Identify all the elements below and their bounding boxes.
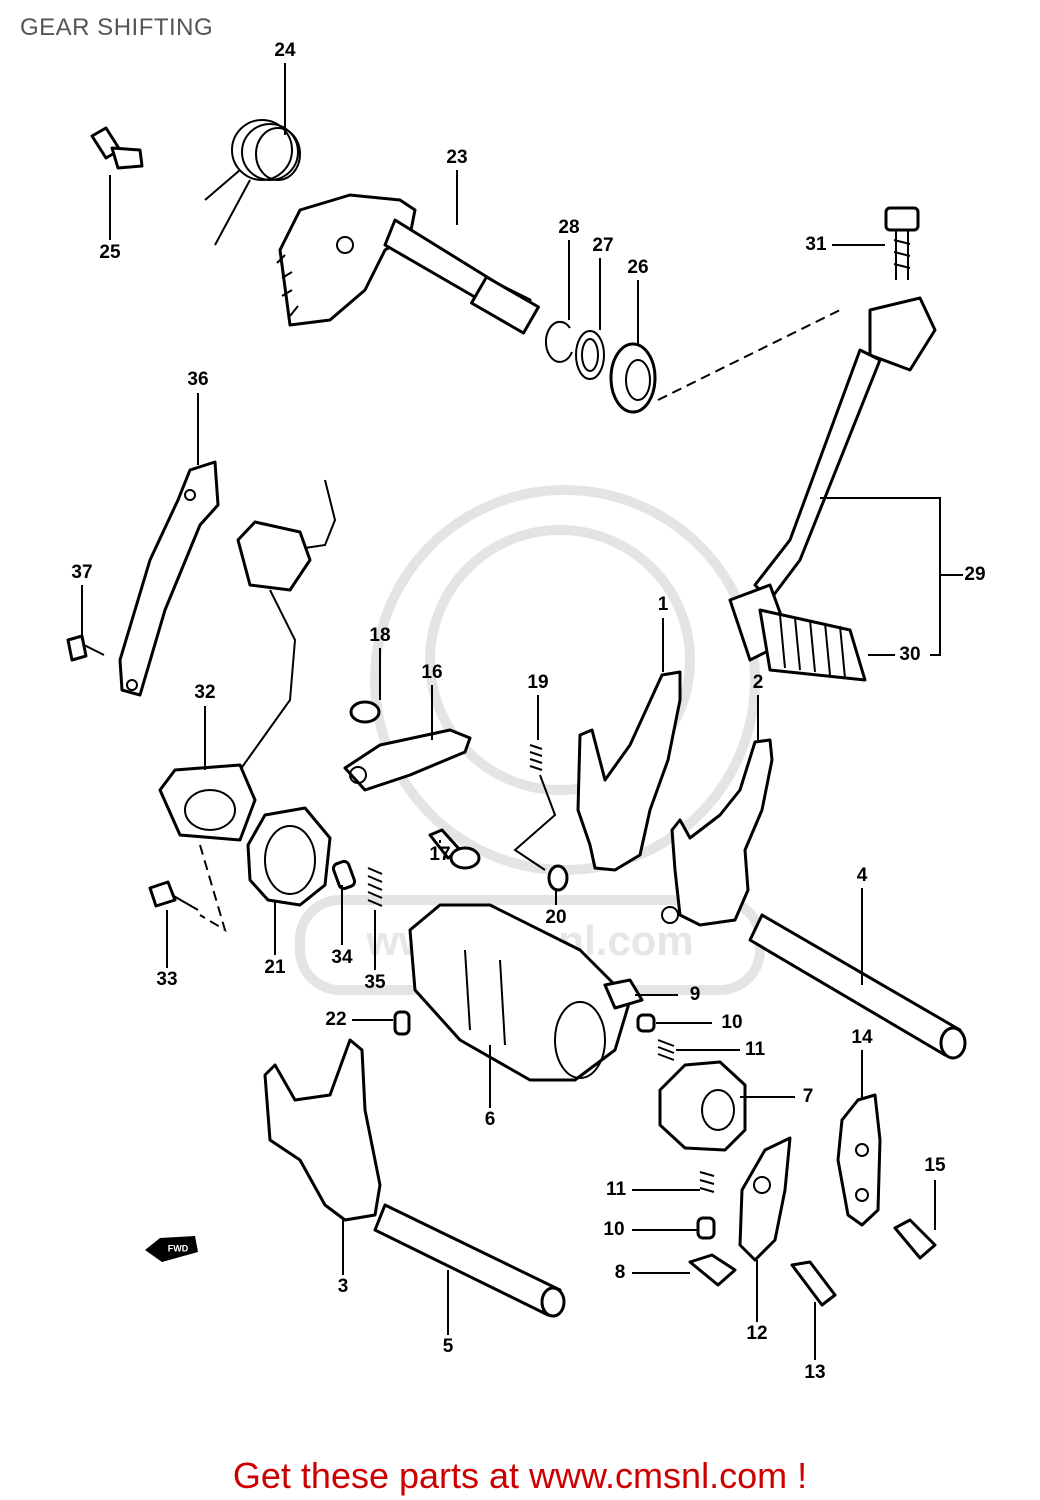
part-36-bracket xyxy=(118,460,220,697)
callout-4: 4 xyxy=(857,865,868,886)
callout-22: 22 xyxy=(325,1009,346,1030)
callout-30: 30 xyxy=(899,644,920,665)
callout-10-lower: 10 xyxy=(603,1219,624,1240)
part-10-pin xyxy=(636,1013,656,1033)
part-20-pin xyxy=(547,864,569,892)
callout-25: 25 xyxy=(99,242,121,263)
part-33-bolt xyxy=(148,880,199,911)
callout-32: 32 xyxy=(194,682,215,703)
part-31-bolt xyxy=(884,206,920,280)
part-34-pin xyxy=(331,859,357,891)
part-3-shift-fork xyxy=(263,1038,382,1222)
callout-12: 12 xyxy=(746,1323,767,1344)
callout-11-lower: 11 xyxy=(606,1179,627,1200)
callout-10-upper: 10 xyxy=(721,1012,742,1033)
callout-16: 16 xyxy=(421,662,442,683)
assembly-lines xyxy=(199,309,841,933)
part-28-circlip xyxy=(544,320,573,363)
part-13-screw xyxy=(790,1260,837,1307)
part-7-cam-gear xyxy=(658,1060,747,1152)
part-11-spring-lower xyxy=(699,1171,715,1193)
callout-33: 33 xyxy=(156,969,177,990)
part-1-shift-fork xyxy=(576,670,682,872)
part-32-neutral-switch xyxy=(158,479,337,842)
callout-35: 35 xyxy=(364,972,386,993)
part-23-shift-shaft xyxy=(276,193,540,335)
part-9-cam-plate xyxy=(603,978,644,1010)
part-24-spring xyxy=(204,119,301,246)
callout-5: 5 xyxy=(443,1336,454,1357)
part-35-spring xyxy=(367,867,383,907)
part-37-bolt xyxy=(66,634,105,662)
part-14-plate xyxy=(836,1093,882,1227)
footer-link-text[interactable]: Get these parts at www.cmsnl.com ! xyxy=(232,1455,808,1496)
callout-7: 7 xyxy=(803,1086,814,1107)
fwd-arrow-icon: FWD xyxy=(145,1236,198,1262)
callout-labels: 1 2 3 4 5 6 7 8 9 10 10 11 11 12 13 14 1… xyxy=(71,40,985,1383)
callout-21: 21 xyxy=(264,957,286,978)
part-11-spring xyxy=(657,1039,675,1061)
part-18-washer xyxy=(349,700,381,724)
callout-3: 3 xyxy=(338,1276,349,1297)
callout-31: 31 xyxy=(805,234,827,255)
callout-18: 18 xyxy=(369,625,390,646)
callout-2: 2 xyxy=(753,672,764,693)
part-10-pin-lower xyxy=(696,1216,716,1240)
callout-28: 28 xyxy=(558,217,579,238)
part-8-plate xyxy=(688,1253,737,1287)
callout-11-upper: 11 xyxy=(745,1039,766,1060)
part-22-pin xyxy=(393,1010,411,1036)
callout-20: 20 xyxy=(545,907,566,928)
part-29-shift-lever xyxy=(728,296,937,662)
part-17-bolt xyxy=(428,828,481,870)
callout-9: 9 xyxy=(690,984,701,1005)
callout-17: 17 xyxy=(429,844,450,865)
callout-6: 6 xyxy=(485,1109,496,1130)
callout-36: 36 xyxy=(187,369,208,390)
part-16-stopper-arm xyxy=(343,728,472,792)
callout-1: 1 xyxy=(658,594,669,615)
part-19-spring xyxy=(513,744,557,871)
callout-37: 37 xyxy=(71,562,92,583)
callout-27: 27 xyxy=(592,235,613,256)
callout-8: 8 xyxy=(615,1262,626,1283)
part-25-bolt xyxy=(90,126,144,170)
callout-24: 24 xyxy=(274,40,296,61)
part-12-pawl-lifter xyxy=(738,1136,792,1262)
part-6-shift-cam xyxy=(408,903,632,1082)
callout-13: 13 xyxy=(804,1362,825,1383)
part-30-rubber-grip xyxy=(758,608,867,682)
callout-19: 19 xyxy=(527,672,548,693)
leader-lines xyxy=(81,63,963,1360)
page-title: GEAR SHIFTING xyxy=(20,14,214,41)
callout-23: 23 xyxy=(446,147,467,168)
callout-14: 14 xyxy=(851,1027,873,1048)
callout-26: 26 xyxy=(627,257,648,278)
part-5-fork-shaft xyxy=(373,1203,566,1318)
part-4-fork-shaft xyxy=(748,913,967,1060)
part-2-shift-fork xyxy=(661,738,774,927)
part-26-oil-seal xyxy=(609,342,657,414)
fwd-label: FWD xyxy=(168,1243,189,1253)
part-21-cam-guide xyxy=(246,806,332,907)
part-15-bolt xyxy=(893,1218,937,1260)
callout-29: 29 xyxy=(964,564,985,585)
part-27-washer xyxy=(575,330,605,380)
callout-34: 34 xyxy=(331,947,353,968)
callout-15: 15 xyxy=(924,1155,946,1176)
